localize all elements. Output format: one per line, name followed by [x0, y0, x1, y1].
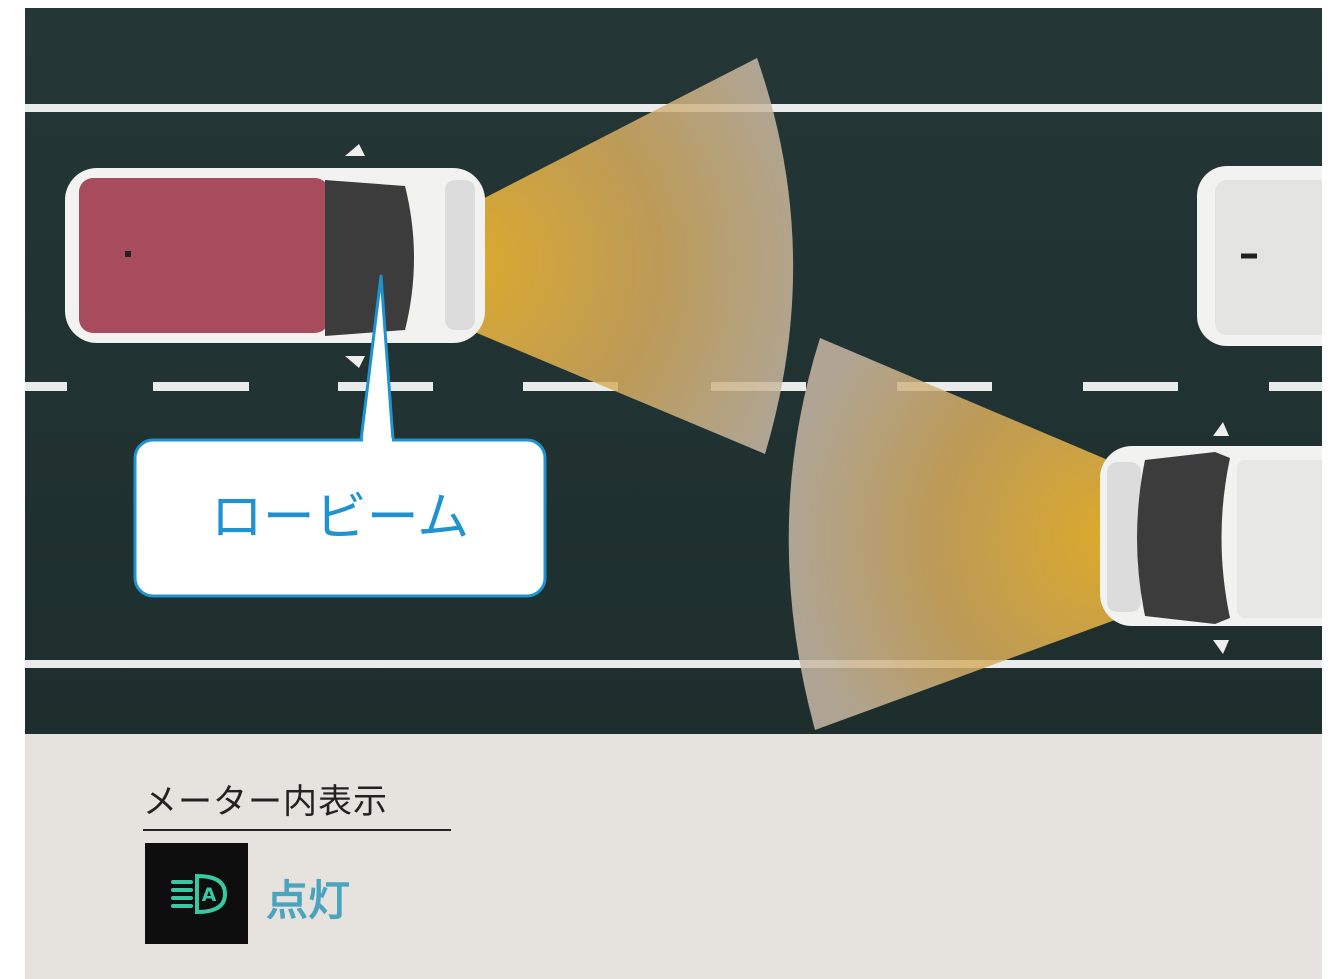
left-car [65, 144, 485, 368]
meter-display-heading: メーター内表示 [143, 774, 451, 831]
meter-display-panel: メーター内表示 A 点灯 [25, 734, 1322, 979]
auto-high-beam-indicator: A [145, 843, 248, 944]
lower-right-car [1100, 422, 1322, 654]
right-car-beam [788, 338, 1115, 730]
svg-text:A: A [202, 884, 217, 906]
callout-box [133, 438, 547, 598]
status-text: 点灯 [266, 876, 351, 925]
auto-high-beam-icon: A [171, 873, 228, 915]
callout-label: ロービーム [210, 488, 470, 548]
bottom-lane-line [25, 660, 1322, 668]
road-scene: ロービーム [25, 8, 1322, 734]
left-car-beam [465, 58, 794, 454]
upper-right-car [1197, 166, 1322, 346]
